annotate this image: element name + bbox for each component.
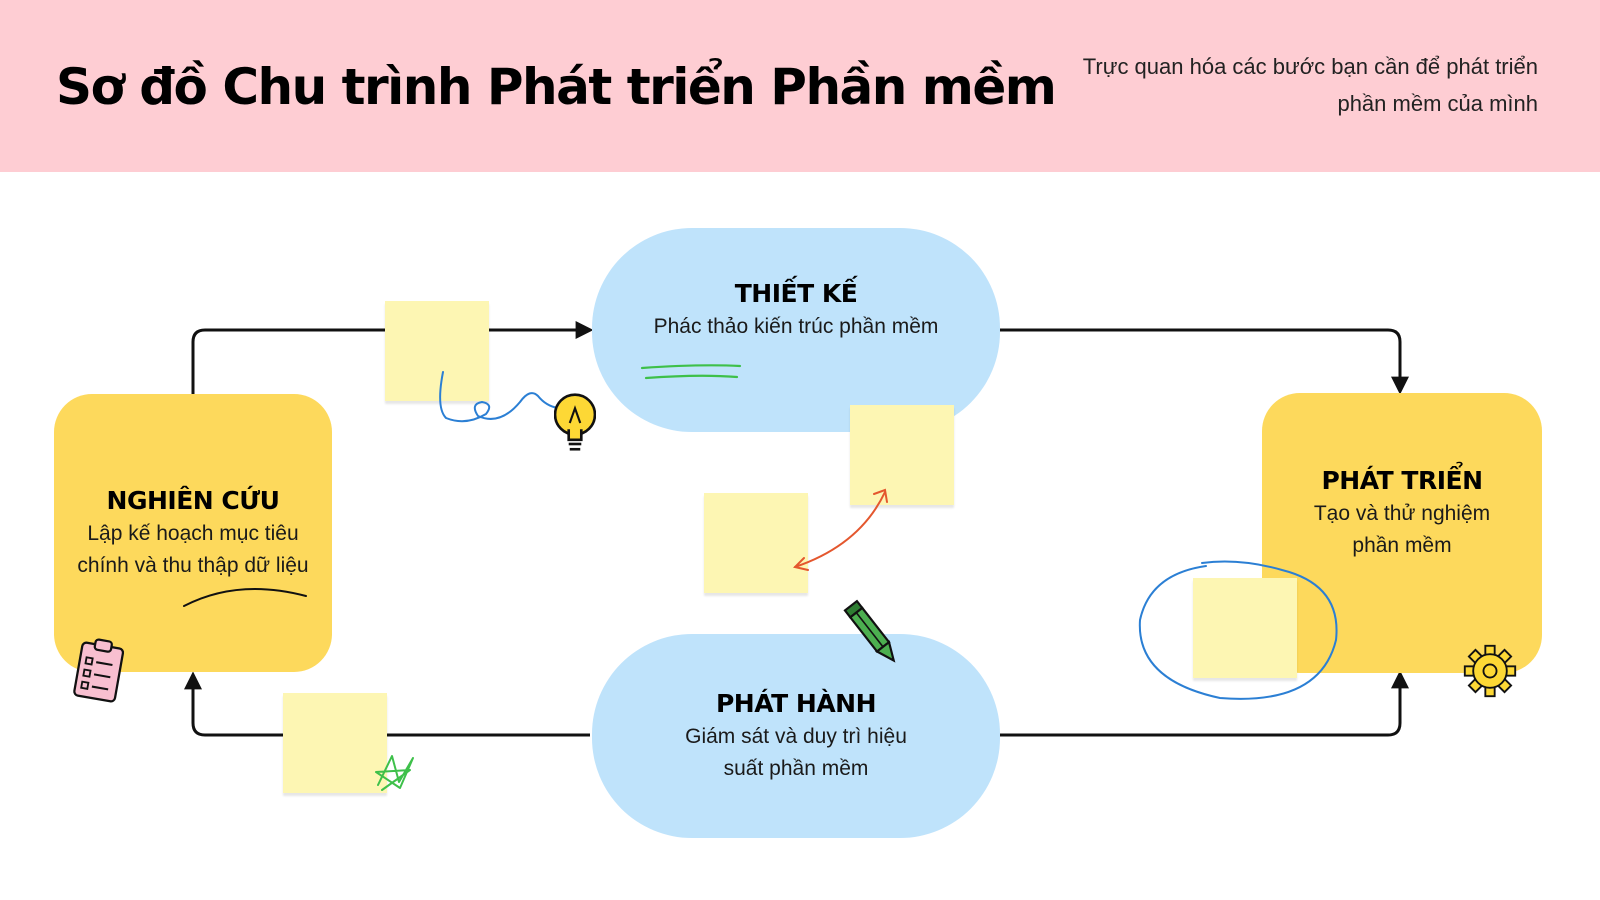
node-develop: PHÁT TRIỂN Tạo và thử nghiệm phần mềm: [1262, 393, 1542, 673]
node-release-title: PHÁT HÀNH: [715, 689, 877, 718]
sticky-note: [850, 405, 954, 505]
node-design-title: THIẾT KẾ: [734, 279, 858, 308]
blue-circle-doodle: [1138, 560, 1338, 700]
connector-release-to-develop: [1000, 670, 1409, 737]
black-underline-doodle: [183, 587, 307, 607]
connector-release-to-research: [184, 671, 590, 737]
pencil-icon: [843, 599, 896, 663]
node-research: NGHIÊN CỨU Lập kế hoạch mục tiêu chính v…: [54, 394, 332, 672]
node-develop-title: PHÁT TRIỂN: [1321, 466, 1483, 495]
node-release: PHÁT HÀNH Giám sát và duy trì hiệu suất …: [592, 634, 1000, 838]
clipboard-icon: [73, 638, 125, 703]
green-underline-doodle: [640, 364, 742, 380]
lightbulb-icon: [554, 393, 596, 451]
connector-design-to-develop: [1000, 328, 1409, 395]
connector-research-to-design: [191, 321, 594, 394]
node-design-desc: Phác thảo kiến trúc phần mềm: [653, 315, 939, 338]
orange-arrowhead-doodle: [793, 488, 888, 571]
node-develop-desc: Tạo và thử nghiệm phần mềm: [1313, 502, 1491, 557]
orange-double-arrow-doodle: [794, 491, 886, 568]
blue-squiggle-doodle: [439, 371, 559, 423]
page-subtitle: Trực quan hóa các bước bạn cần để phát t…: [1082, 54, 1538, 116]
node-research-title: NGHIÊN CỨU: [106, 486, 280, 515]
sticky-note: [1193, 578, 1297, 678]
sticky-note: [385, 301, 489, 401]
node-release-desc: Giám sát và duy trì hiệu suất phần mềm: [685, 725, 907, 780]
sticky-note: [704, 493, 808, 593]
page-title: Sơ đồ Chu trình Phát triển Phần mềm: [56, 58, 1057, 116]
star-doodle: [375, 755, 414, 791]
sticky-note: [283, 693, 387, 793]
node-research-desc: Lập kế hoạch mục tiêu chính và thu thập …: [77, 522, 309, 577]
gear-icon: [1463, 644, 1517, 698]
header-banner: Sơ đồ Chu trình Phát triển Phần mềm Trực…: [0, 0, 1600, 172]
node-design: THIẾT KẾ Phác thảo kiến trúc phần mềm: [592, 228, 1000, 432]
